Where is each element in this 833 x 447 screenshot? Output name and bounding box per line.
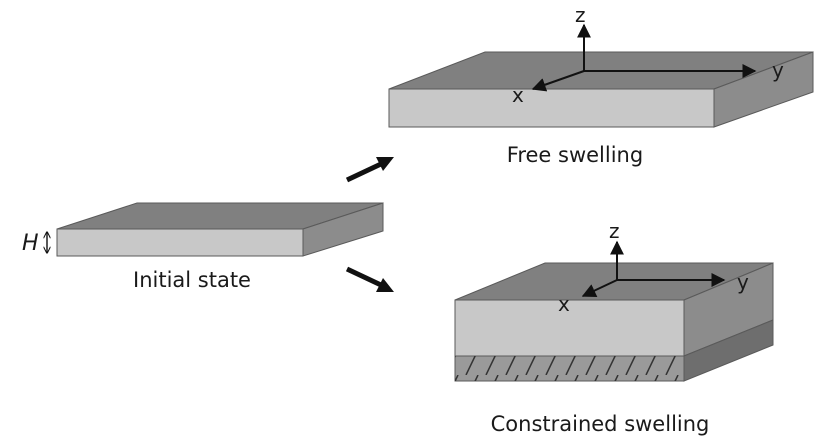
free-y-label: y (772, 58, 784, 82)
constrained-z-label: z (609, 219, 620, 243)
constrained-swelling-slab (454, 262, 774, 382)
free-swelling-slab (388, 51, 814, 128)
free-x-axis (531, 70, 585, 92)
free-z-label: z (575, 3, 586, 27)
initial-slab-front-face (56, 228, 304, 257)
transition-arrows (345, 157, 394, 292)
initial-state-caption: Initial state (133, 268, 251, 292)
free-slab-side-face (713, 51, 814, 128)
constrained-y-label: y (737, 270, 749, 294)
constrained-swelling-axes: z y x (558, 219, 749, 316)
constrained-x-label: x (558, 292, 570, 316)
free-swelling-axes: z y x (512, 3, 784, 107)
free-slab-front-face (388, 88, 715, 128)
thickness-dimension: H (22, 231, 47, 256)
constrained-x-axis (581, 279, 618, 297)
initial-slab-side-face (302, 202, 384, 257)
free-x-label: x (512, 83, 524, 107)
substrate-side-face (683, 319, 774, 382)
arrow-to-constrained-swelling (345, 266, 394, 292)
free-swelling-caption: Free swelling (507, 143, 643, 167)
arrow-to-free-swelling (345, 157, 394, 183)
thickness-label: H (22, 231, 39, 256)
substrate-hatching (455, 356, 684, 381)
constrained-swelling-caption: Constrained swelling (491, 412, 710, 436)
initial-state-slab (56, 202, 384, 257)
